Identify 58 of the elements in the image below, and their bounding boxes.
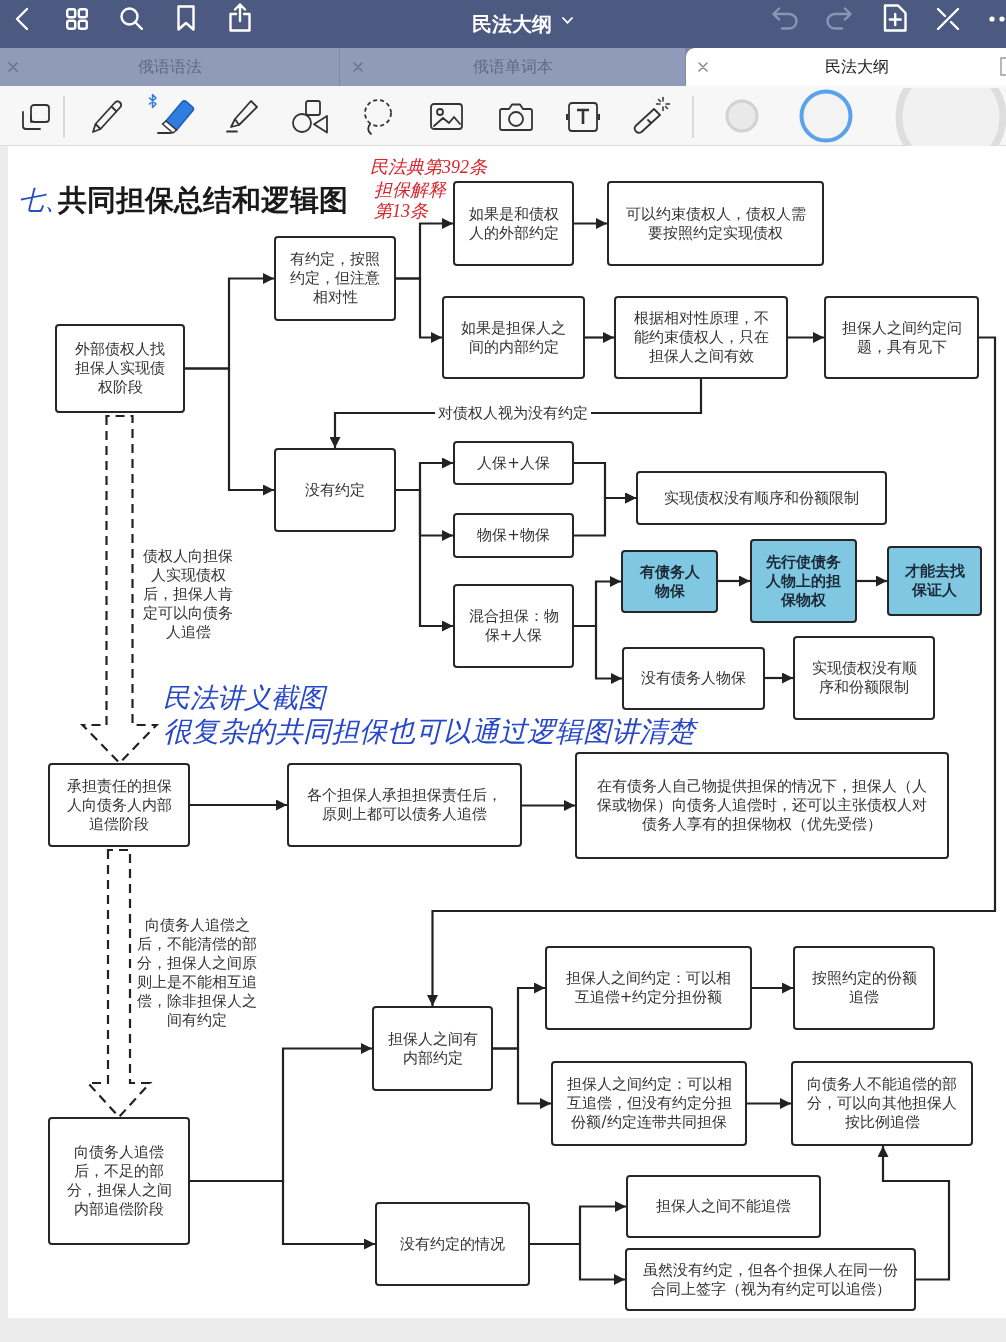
process-box: 按照约定的份额追偿 [793, 946, 935, 1030]
process-box: 向债务人追偿后，不足的部分，担保人之间内部追偿阶段 [48, 1117, 190, 1245]
edge-label: 债权人向担保人实现债权后，担保人肯定可以向债务人追偿 [142, 547, 234, 642]
process-box: 如果是和债权人的外部约定 [453, 181, 574, 266]
process-box: 人保+人保 [453, 441, 574, 485]
arrow [718, 575, 750, 587]
highlighted-box: 有债务人物保 [621, 550, 718, 613]
process-box: 有约定，按照约定，但注意相对性 [274, 236, 396, 321]
arrow [190, 1179, 375, 1250]
process-box: 混合担保：物保+人保 [453, 584, 574, 668]
highlighted-box: 先行使债务人物上的担保物权 [750, 539, 857, 623]
arrow [530, 1242, 625, 1285]
process-box: 担保人之间有内部约定 [372, 1006, 493, 1091]
edge-label: 向债务人追偿之后，不能清偿的部分，担保人之间原则上是不能相互追偿，除非担保人之间有约定 [136, 916, 258, 1030]
process-box: 担保人之间约定问题，具有见下 [824, 296, 979, 379]
process-box: 向债务人不能追偿的部分，可以向其他担保人按比例追偿 [791, 1061, 973, 1146]
arrow [396, 277, 442, 343]
arrow [857, 575, 887, 587]
arrow [765, 672, 793, 684]
process-box: 各个担保人承担担保责任后，原则上都可以债务人追偿 [287, 763, 522, 847]
arrow [427, 336, 997, 1006]
arrow [574, 218, 607, 229]
tab: 民法大纲 [686, 48, 1006, 86]
handwritten-note: 民法典第392条 [370, 157, 487, 178]
process-box: 担保人之间不能追偿 [626, 1175, 821, 1238]
process-box: 没有约定的情况 [375, 1202, 530, 1286]
process-box: 物保+物保 [453, 513, 574, 558]
process-box: 担保人之间约定：可以相互追偿+约定分担份额 [545, 946, 752, 1030]
arrow [788, 332, 824, 343]
process-box: 实现债权没有顺序和份额限制 [636, 471, 887, 525]
arrow [574, 624, 622, 684]
edge-label: 对债权人视为没有约定 [435, 404, 591, 423]
process-box: 虽然没有约定，但各个担保人在同一份合同上签字（视为有约定可以追偿） [625, 1248, 916, 1311]
handwritten-note: 担保解释第13条 [374, 180, 448, 222]
arrow [522, 800, 575, 811]
document-title: 民法大纲 [472, 12, 552, 36]
highlighted-box: 才能去找保证人 [887, 546, 982, 616]
process-box: 担保人之间约定：可以相互追偿，但没有约定分担份额/约定连带共同担保 [551, 1061, 747, 1146]
process-box: 可以约束债权人，债权人需要按照约定实现债权 [607, 181, 824, 266]
arrow [396, 488, 453, 632]
arrow [747, 1098, 791, 1109]
process-box: 承担责任的担保人向债务人内部追偿阶段 [48, 763, 190, 847]
process-box: 根据相对性原理，不能约束债权人，只在担保人之间有效 [614, 296, 788, 379]
arrow [877, 1146, 951, 1281]
block-arrow [85, 848, 153, 1119]
block-arrow [79, 414, 160, 765]
process-box: 在有债务人自己物提供担保的情况下，担保人（人保或物保）向债务人追偿时，还可以主张债权人对债务人享有的担保物权（优先受偿） [575, 752, 949, 859]
arrow [493, 1047, 551, 1109]
process-box: 如果是担保人之间的内部约定 [442, 296, 585, 379]
process-box: 没有债务人物保 [622, 647, 765, 710]
arrow [185, 367, 274, 496]
arrow [752, 982, 793, 994]
process-box: 没有约定 [274, 448, 396, 532]
arrow [574, 492, 636, 537]
process-box: 实现债权没有顺序和份额限制 [793, 636, 935, 720]
arrow [190, 799, 287, 811]
arrow [585, 332, 614, 343]
process-box: 外部债权人找担保人实现债权阶段 [55, 324, 185, 413]
